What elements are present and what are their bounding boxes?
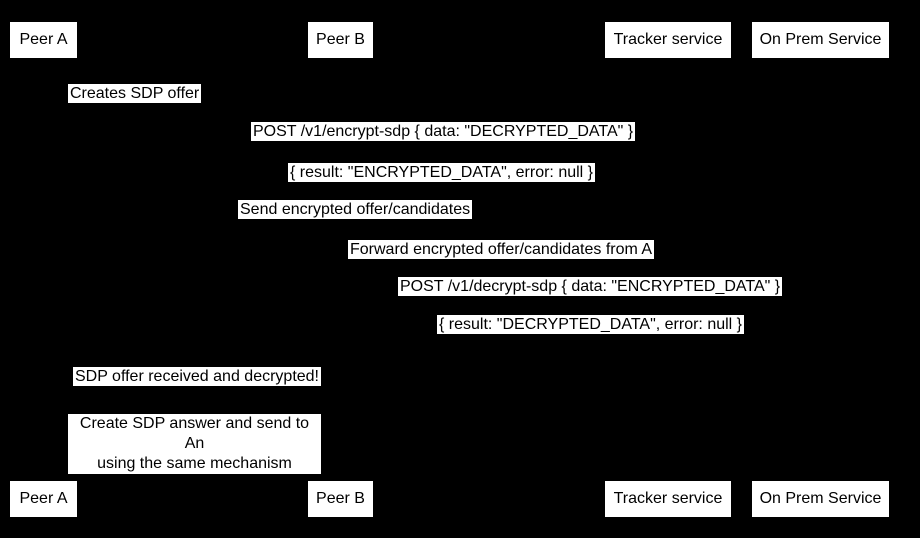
actor-label: On Prem Service	[759, 31, 882, 48]
actor-box-tracker-service-top: Tracker service	[605, 22, 731, 58]
message-line-1: Create SDP answer and send to An	[79, 415, 310, 452]
message-label-forward-encrypted-offer: Forward encrypted offer/candidates from …	[348, 240, 655, 259]
actor-label: On Prem Service	[759, 490, 882, 507]
actor-label: Peer A	[19, 490, 68, 507]
actor-box-tracker-service-bottom: Tracker service	[605, 481, 731, 517]
actor-label: Tracker service	[613, 31, 723, 48]
actor-box-peer-a-bottom: Peer A	[10, 481, 77, 517]
actor-box-on-prem-service-bottom: On Prem Service	[752, 481, 889, 517]
actor-label: Peer B	[316, 31, 365, 48]
message-label-decrypt-result: { result: "DECRYPTED_DATA", error: null …	[437, 315, 745, 334]
actor-label: Peer B	[316, 490, 365, 507]
message-label-sdp-offer-received: SDP offer received and decrypted!	[73, 367, 321, 386]
message-label-send-encrypted-offer: Send encrypted offer/candidates	[238, 200, 473, 219]
actor-box-peer-b-top: Peer B	[308, 22, 373, 58]
message-line-2: using the same mechanism	[97, 455, 292, 472]
actor-box-peer-b-bottom: Peer B	[308, 481, 373, 517]
actor-box-on-prem-service-top: On Prem Service	[752, 22, 889, 58]
message-label-create-sdp-answer: Create SDP answer and send to An using t…	[68, 414, 321, 474]
message-label-encrypt-result: { result: "ENCRYPTED_DATA", error: null …	[288, 163, 596, 182]
actor-label: Tracker service	[613, 490, 723, 507]
actor-box-peer-a-top: Peer A	[10, 22, 77, 58]
message-label-creates-sdp-offer: Creates SDP offer	[68, 84, 202, 103]
self-message-arrow	[43, 103, 83, 117]
actor-label: Peer A	[19, 31, 68, 48]
message-label-post-decrypt-sdp: POST /v1/decrypt-sdp { data: "ENCRYPTED_…	[398, 277, 783, 296]
message-label-post-encrypt-sdp: POST /v1/encrypt-sdp { data: "DECRYPTED_…	[251, 122, 636, 141]
